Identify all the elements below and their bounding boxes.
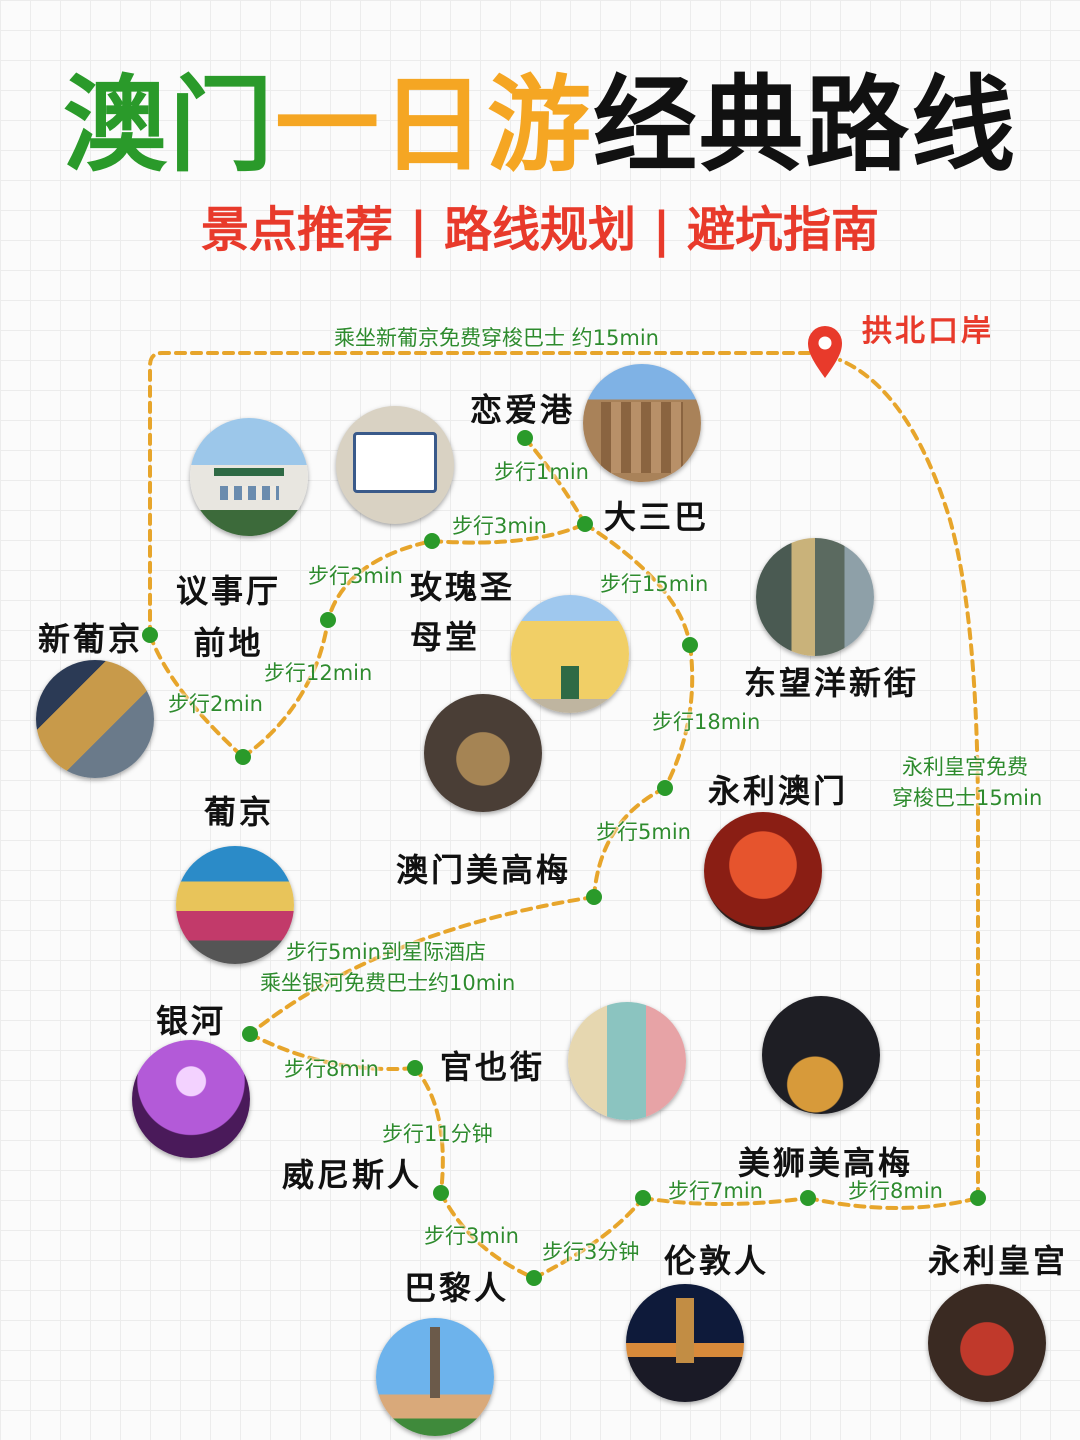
stop-label-bairen: 巴黎人 xyxy=(404,1269,510,1307)
route-yongli-mgm xyxy=(592,786,667,899)
segment-label-galaxy-line1: 步行5min到星际酒店 xyxy=(286,940,486,964)
page-title: 澳门一日游经典路线 xyxy=(0,40,1080,191)
route-mgm-yinhe xyxy=(248,895,596,1036)
map-pin-icon[interactable] xyxy=(808,326,842,378)
page-subtitle: 景点推荐 | 路线规划 | 避坑指南 xyxy=(201,202,879,258)
photo-rosary-church xyxy=(511,595,629,713)
stop-label-meiguisheng: 玫瑰圣 母堂 xyxy=(410,568,516,656)
segment-label-walk-1min: 步行1min xyxy=(494,460,589,484)
stop-label-yishiting: 议事厅 前地 xyxy=(176,572,282,662)
node-yishiting-walk[interactable] xyxy=(320,612,336,628)
photo-parisian xyxy=(376,1318,494,1436)
segment-label-walk-7min: 步行7min xyxy=(668,1179,763,1203)
segment-label-walk-15min: 步行15min xyxy=(600,572,709,596)
node-lianaixiang[interactable] xyxy=(517,430,533,446)
node-yongli[interactable] xyxy=(657,780,673,796)
segment-label-galaxy-line2: 乘坐银河免费巴士约10min xyxy=(260,971,516,995)
stop-label-yinhe: 银河 xyxy=(156,1002,227,1040)
node-xinpujing[interactable] xyxy=(142,627,158,643)
route-lion-wynnpalace xyxy=(806,1196,980,1210)
photo-lion-mgm xyxy=(762,996,880,1114)
photo-travessa-sign xyxy=(336,406,454,524)
route-wynnpalace-origin xyxy=(838,358,980,1200)
segment-label-walk-3min-c: 步行3min xyxy=(424,1224,519,1248)
stop-label-yongli: 永利澳门 xyxy=(708,772,849,810)
route-dongwangyang-yongli xyxy=(663,643,695,790)
segment-label-shuttle-xinpujing: 乘坐新葡京免费穿梭巴士 约15min xyxy=(334,326,659,350)
segment-label-walk-3min-a: 步行3min xyxy=(452,514,547,538)
node-pujing[interactable] xyxy=(235,749,251,765)
photo-mgm-bull xyxy=(424,694,542,812)
stop-label-xinpujing: 新葡京 xyxy=(38,620,144,658)
photo-senado-square xyxy=(190,418,308,536)
segment-label-walk-8min-b: 步行8min xyxy=(848,1179,943,1203)
route-pujing-rosary xyxy=(241,539,434,759)
stop-label-dongwangyang: 东望洋新街 xyxy=(744,664,920,702)
route-xinpujing-pujing xyxy=(148,633,245,759)
node-yinhe[interactable] xyxy=(242,1026,258,1042)
route-londoner-lion xyxy=(641,1196,810,1206)
segment-label-wynn-line1: 永利皇宫免费 xyxy=(902,755,1028,779)
route-guanye-venetian xyxy=(413,1066,445,1195)
node-lion[interactable] xyxy=(800,1190,816,1206)
route-yinhe-guanye xyxy=(248,1032,417,1072)
stop-label-lundunren: 伦敦人 xyxy=(664,1242,770,1280)
route-parisian-londoner xyxy=(532,1196,645,1280)
photo-ruins-st-paul xyxy=(583,364,701,482)
stop-label-yonglihuanggong: 永利皇宫 xyxy=(928,1242,1069,1280)
stop-label-meishi: 美狮美高梅 xyxy=(738,1144,914,1182)
stop-label-pujing: 葡京 xyxy=(204,793,275,831)
segment-label-walk-3fen: 步行3分钟 xyxy=(542,1240,640,1264)
photo-londoner xyxy=(626,1284,744,1402)
route-rosary-dasanba xyxy=(430,522,587,545)
stop-label-guanyejie: 官也街 xyxy=(440,1048,546,1086)
node-venetian[interactable] xyxy=(433,1185,449,1201)
segment-label-wynn-line2: 穿梭巴士15min xyxy=(892,786,1043,810)
segment-label-walk-18min: 步行18min xyxy=(652,710,761,734)
node-londoner[interactable] xyxy=(635,1190,651,1206)
segment-label-walk-2min: 步行2min xyxy=(168,692,263,716)
route-shuttle-xinpujing xyxy=(148,351,827,637)
stop-label-meigaomei: 澳门美高梅 xyxy=(396,851,572,889)
route-venetian-parisian xyxy=(439,1191,536,1280)
node-parisian[interactable] xyxy=(526,1270,542,1286)
segment-label-walk-8min: 步行8min xyxy=(284,1057,379,1081)
segment-label-walk-11: 步行11分钟 xyxy=(382,1122,493,1146)
title-part-oneday: 一日游 xyxy=(274,64,593,186)
segment-label-walk-12min: 步行12min xyxy=(264,661,373,685)
stop-label-dasanba: 大三巴 xyxy=(604,498,710,536)
origin-label: 拱北口岸 xyxy=(862,314,994,349)
stop-label-weinisiren: 威尼斯人 xyxy=(282,1156,423,1194)
photo-casino-lisboa xyxy=(176,846,294,964)
node-dasanba[interactable] xyxy=(577,516,593,532)
node-wynnpalace[interactable] xyxy=(970,1190,986,1206)
title-part-macau: 澳门 xyxy=(62,64,275,186)
node-dongwangyang[interactable] xyxy=(682,637,698,653)
stop-label-lianaixiang: 恋爱港 xyxy=(470,391,576,429)
photo-wynn-palace xyxy=(928,1284,1046,1402)
title-part-route: 经典路线 xyxy=(593,64,1018,186)
node-rosary[interactable] xyxy=(424,533,440,549)
photo-grand-lisboa xyxy=(36,660,154,778)
route-dasanba-dongwangyang xyxy=(583,522,692,647)
photo-dongwangyang xyxy=(756,538,874,656)
photo-galaxy xyxy=(132,1040,250,1158)
photo-wynn-tree xyxy=(704,812,822,930)
route-dasanba-lianaixiang xyxy=(523,436,587,526)
photo-taipa-village xyxy=(568,1002,686,1120)
segment-label-walk-3min-b: 步行3min xyxy=(308,564,403,588)
segment-label-walk-5min: 步行5min xyxy=(596,820,691,844)
node-mgm[interactable] xyxy=(586,889,602,905)
node-guanye[interactable] xyxy=(407,1060,423,1076)
